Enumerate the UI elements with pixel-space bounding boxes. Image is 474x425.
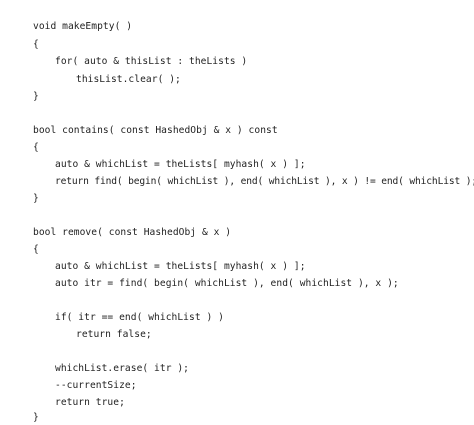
code-line: { — [33, 142, 39, 153]
code-line: for( auto & thisList : theLists ) — [55, 56, 248, 67]
code-line: } — [33, 91, 39, 102]
code-line: bool remove( const HashedObj & x ) — [33, 227, 232, 238]
code-line: whichList.erase( itr ); — [55, 363, 189, 374]
code-line: return false; — [76, 329, 152, 340]
code-line: auto & whichList = theLists[ myhash( x )… — [55, 261, 306, 272]
code-line: { — [33, 39, 39, 50]
code-line: auto itr = find( begin( whichList ), end… — [55, 278, 399, 289]
code-line: } — [33, 412, 39, 423]
code-line: } — [33, 193, 39, 204]
code-line: thisList.clear( ); — [76, 74, 181, 85]
code-line: if( itr == end( whichList ) ) — [55, 312, 224, 323]
code-line: void makeEmpty( ) — [33, 21, 133, 32]
code-line: --currentSize; — [55, 380, 137, 391]
code-line: bool contains( const HashedObj & x ) con… — [33, 125, 278, 136]
code-line: { — [33, 244, 39, 255]
code-line: return true; — [55, 397, 125, 408]
code-line: auto & whichList = theLists[ myhash( x )… — [55, 159, 306, 170]
code-line: return find( begin( whichList ), end( wh… — [55, 176, 474, 187]
